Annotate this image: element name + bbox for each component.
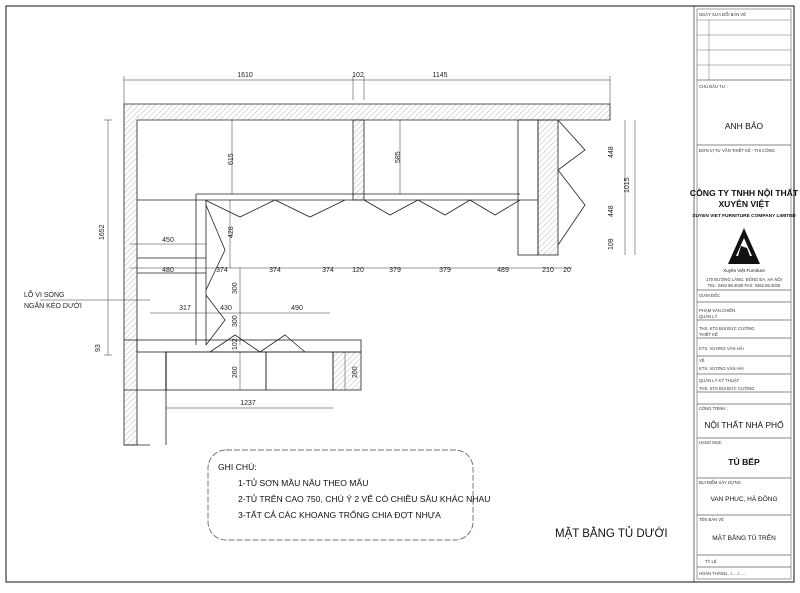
lower-cabinet-left [165, 351, 267, 391]
tb-scale-label: TỶ LỆ [705, 559, 717, 564]
tb-director: PHẠM VĂN CHIẾN [699, 308, 735, 313]
tb-draw-label: VẼ [699, 358, 705, 363]
tb-owner-label: CHỦ ĐẦU TƯ : [699, 84, 728, 89]
dim-430: 430 [220, 305, 232, 312]
lower-cabinet-right [265, 351, 334, 391]
note-1: 1-TỦ SƠN MẦU NÂU THEO MẪU [238, 477, 368, 488]
tb-director-label: GIÁM ĐỐC [699, 293, 720, 298]
tb-tech: THS. KTS BÙI ĐỨC CƯỜNG [699, 386, 754, 391]
dimension-texts: 1610 102 1145 615 585 428 1652 300 300 1… [24, 72, 631, 407]
dim-v-300b: 300 [232, 315, 239, 327]
drawing-title: MẶT BẰNG TỦ DƯỚI [555, 527, 668, 540]
tb-owner: ANH BẢO [725, 120, 764, 131]
dim-r2-9: 20 [563, 267, 571, 274]
tb-address: 170 ĐƯỜNG LÁNG, ĐỐNG ĐA, HÀ NỘI [706, 277, 782, 282]
title-block [693, 5, 795, 583]
dim-r2-3: 374 [322, 267, 334, 274]
note-3: 3-TẤT CẢ CÁC KHOANG TRỐNG CHIA ĐỢT NHỰA [238, 509, 441, 520]
dim-v-585: 585 [395, 151, 402, 163]
tb-date-label: HOÀN THÀNH [699, 571, 727, 576]
note-2: 2-TỦ TRÊN CAO 750, CHÚ Ý 2 VẾ CÓ CHIỀU S… [238, 493, 490, 504]
tb-drawer: KTS. VƯƠNG VĂN HẢI [699, 366, 744, 371]
title-block-texts: NGÀY SỬA ĐỔI BẢN VẼ CHỦ ĐẦU TƯ : ANH BẢO… [690, 12, 799, 576]
callout-microwave: LỖ VI SÓNG [24, 290, 64, 299]
dim-v-428: 428 [228, 226, 235, 238]
dim-v-102: 102 [232, 338, 239, 350]
dim-v-448b: 448 [608, 205, 615, 217]
dim-r2-7: 489 [497, 267, 509, 274]
fridge-panel [517, 119, 539, 256]
tb-revision-label: NGÀY SỬA ĐỔI BẢN VẼ [699, 12, 746, 17]
dim-r2-2: 374 [269, 267, 281, 274]
tb-location-label: ĐỊA ĐIỂM XÂY DỰNG [699, 480, 741, 485]
dim-v-448a: 448 [608, 146, 615, 158]
company-logo [728, 228, 760, 264]
tb-manager: THS. KTS BÙI ĐỨC CƯỜNG [699, 326, 754, 331]
tb-logo-caption: Xuyên Việt Furniture [723, 268, 765, 273]
notes-box: GHI CHÚ: 1-TỦ SƠN MẦU NÂU THEO MẪU 2-TỦ … [207, 449, 490, 541]
tb-sheet-label: TÊN BẢN VẼ [699, 517, 724, 522]
dim-v-260a: 260 [232, 366, 239, 378]
dim-r2-8: 210 [542, 267, 554, 274]
column [352, 119, 365, 201]
floor-plan [123, 103, 611, 446]
tb-location: VAN PHUC, HÀ ĐÔNG [710, 494, 777, 503]
dim-v-260b: 260 [352, 366, 359, 378]
dim-1237: 1237 [240, 400, 256, 407]
dim-r2-1: 374 [216, 267, 228, 274]
dim-top-1: 1610 [237, 72, 253, 79]
dim-r2-6: 379 [439, 267, 451, 274]
tb-item-label: HẠNG MỤC [699, 440, 722, 445]
dim-490: 490 [291, 305, 303, 312]
dim-v-109: 109 [608, 238, 615, 250]
tb-designer: KTS. VƯƠNG VĂN HẢI [699, 346, 744, 351]
notes-heading: GHI CHÚ: [218, 462, 257, 472]
dim-450: 450 [162, 237, 174, 244]
tb-date-value: ...../...../..... [725, 571, 745, 576]
dim-top-2: 102 [352, 72, 364, 79]
tb-unit-label: ĐƠN VỊ TƯ VẤN THIẾT KẾ - THI CÔNG [699, 148, 775, 153]
dim-v-93: 93 [95, 344, 102, 352]
tb-manager-label: QUẢN LÝ [699, 314, 718, 319]
dim-top-3: 1145 [432, 72, 447, 79]
dim-v-1652: 1652 [99, 224, 106, 240]
tb-project-label: CÔNG TRÌNH : [699, 406, 728, 411]
dim-r2-5: 379 [389, 267, 401, 274]
tb-design-label: THIẾT KẾ [699, 332, 718, 337]
callout-drawer: NGĂN KÉO DƯỚI [24, 301, 82, 310]
dimension-lines [40, 76, 636, 409]
dim-r2-0: 480 [162, 267, 174, 274]
dim-r2-4: 120 [352, 267, 364, 274]
dim-v-1015: 1015 [624, 177, 631, 193]
tb-company-2: XUYÊN VIỆT [718, 198, 770, 209]
tb-company-1: CÔNG TY TNHH NỘI THẤT [690, 187, 799, 198]
dim-v-300a: 300 [232, 282, 239, 294]
tb-tech-label: QUẢN LÝ KỸ THUẬT [699, 378, 740, 383]
tb-item: TỦ BẾP [728, 456, 760, 467]
tb-company-en: XUYEN VIET FURNITURE COMPANY LIMITED [692, 213, 796, 219]
tb-project: NỘI THẤT NHÀ PHỐ [704, 419, 784, 430]
tb-sheet-name: MẶT BẰNG TỦ TRÊN [712, 533, 776, 542]
wall [123, 103, 611, 446]
tb-phone: TEL: 0462.86.3030 FAX: 0462.86.3030 [708, 283, 781, 288]
dim-317: 317 [179, 305, 191, 312]
dim-v-615: 615 [228, 153, 235, 165]
